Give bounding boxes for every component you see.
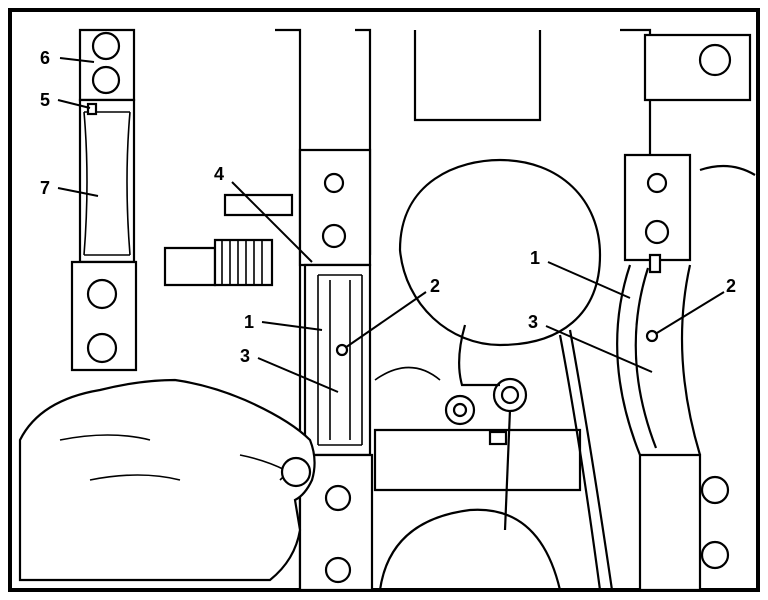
callout-6: 6 (40, 48, 50, 68)
engine-block-outline (18, 28, 756, 592)
callout-3-left: 3 (240, 346, 250, 366)
callout-3-right: 3 (528, 312, 538, 332)
callout-2-left: 2 (430, 276, 440, 296)
callout-4: 4 (214, 164, 224, 184)
leader-lines (57, 57, 725, 393)
callout-7: 7 (40, 178, 50, 198)
callout-1-right: 1 (530, 248, 540, 268)
callout-5: 5 (40, 90, 50, 110)
callout-1-left: 1 (244, 312, 254, 332)
bearing-shell-inset (70, 28, 138, 372)
callout-2-right: 2 (726, 276, 736, 296)
